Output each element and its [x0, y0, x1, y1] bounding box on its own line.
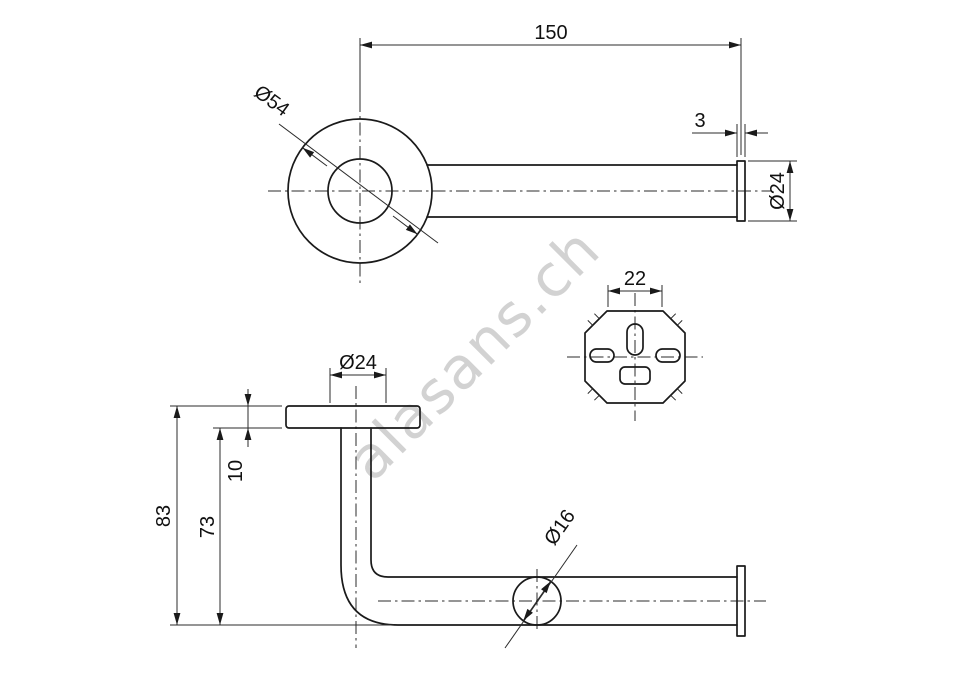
dim-plate-diameter-label: Ø24 [339, 352, 377, 374]
bracket-outline [584, 310, 686, 404]
wall-plate [285, 405, 421, 429]
rosette-outer-circle [287, 118, 433, 264]
bracket-lower-opening [619, 366, 651, 385]
dim-tube-diameter-label: Ø16 [540, 506, 580, 550]
side-end-flange [736, 565, 746, 637]
dim-22-label: 22 [624, 268, 646, 290]
rosette-inner-circle [327, 158, 393, 224]
bracket-view: 22 [567, 268, 703, 421]
front-view: 150 3 Ø24 Ø54 [250, 22, 797, 285]
dim-tube-leader [504, 544, 578, 649]
dim-150-label: 150 [534, 22, 567, 44]
bracket-corner-notches [587, 313, 683, 401]
dim-rosette-arrow-lower [392, 215, 418, 235]
dim-73-label: 73 [197, 516, 219, 538]
dim-10-label: 10 [225, 460, 247, 482]
arm-outline [426, 164, 738, 218]
dim-endcap-diameter-label: Ø24 [767, 172, 789, 210]
front-centerlines [268, 99, 772, 285]
dim-83-label: 83 [153, 505, 175, 527]
dim-rosette-arrow-upper [302, 147, 328, 167]
end-flange [736, 160, 746, 222]
dim-tube-arrow-upper [536, 581, 552, 602]
dim-tube-arrow-lower [522, 600, 538, 621]
bracket-centerlines [567, 293, 703, 421]
bracket-center-slot [626, 323, 644, 356]
dim-150-extension-lines [359, 38, 742, 155]
dim-rosette-diameter-label: Ø54 [250, 81, 294, 121]
dim-3-label: 3 [694, 110, 705, 132]
bracket-left-slot [589, 348, 615, 363]
bracket-right-slot [655, 348, 681, 363]
dim-rosette-leader [278, 123, 439, 244]
tube-section-circle [512, 576, 562, 626]
dim-3-extension-lines [736, 124, 746, 157]
